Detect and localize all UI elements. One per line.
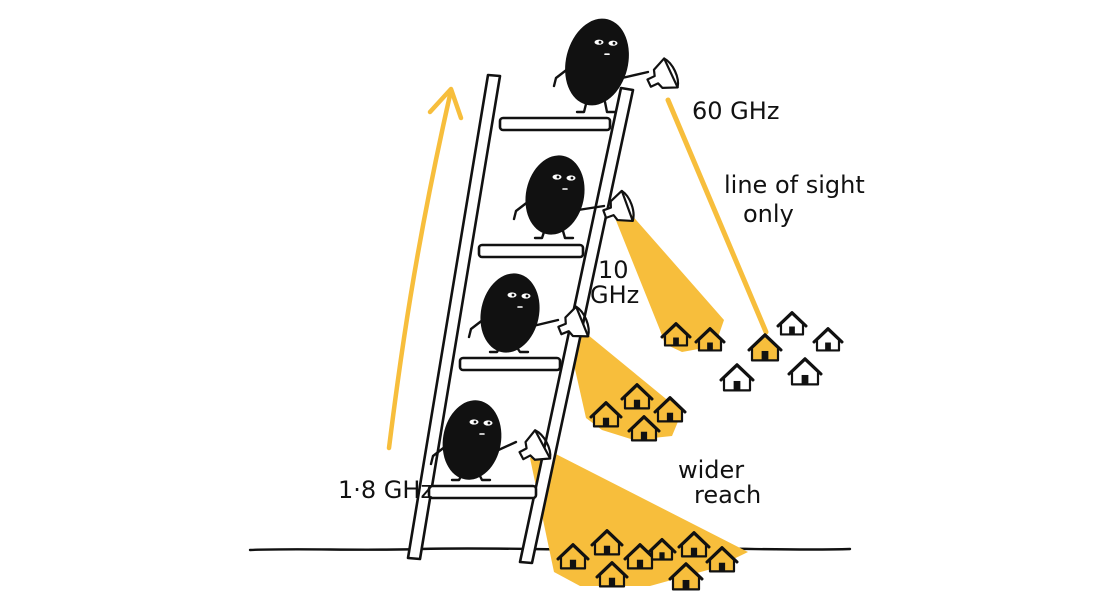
house-icon: [719, 363, 755, 392]
house-icon: [812, 327, 844, 352]
house-icon: [776, 311, 808, 336]
label-freq-mid-line1: 10: [598, 256, 629, 284]
label-note-low-line1: wider: [678, 456, 744, 484]
house-icon: [787, 357, 823, 386]
bean-character-icon: [512, 155, 606, 240]
bean-character-icon: [429, 400, 518, 482]
house-icon: [589, 401, 623, 428]
bean-character-icon: [552, 18, 650, 114]
house-icon: [705, 546, 739, 573]
flashlight-lamp-icon: [518, 429, 552, 461]
house-icon: [694, 327, 726, 352]
label-freq-high: 60 GHz: [692, 97, 779, 125]
label-freq-low: 1·8 GHz: [338, 476, 433, 504]
house-icon: [595, 561, 629, 588]
house-icon: [668, 562, 704, 591]
label-freq-mid-line2: GHz: [590, 281, 639, 309]
flashlight-lamp-icon: [646, 57, 680, 90]
bean-character-icon: [467, 273, 560, 354]
label-note-high-line2: only: [743, 200, 794, 228]
house-icon: [620, 383, 654, 410]
house-icon: [627, 415, 661, 442]
house-icon: [653, 396, 687, 423]
house-icon: [556, 543, 590, 570]
beam-mid-high: [615, 213, 724, 352]
house-icon: [677, 531, 711, 558]
label-note-high-line1: line of sight: [724, 171, 865, 199]
house-icon: [647, 538, 677, 561]
house-icon: [747, 333, 783, 362]
characters-layer: [429, 18, 680, 482]
beam-high: [665, 97, 769, 335]
house-icon: [590, 529, 624, 556]
houses-layer: [556, 311, 844, 591]
house-icon: [623, 543, 657, 570]
house-icon: [660, 322, 692, 347]
label-note-low-line2: reach: [694, 481, 761, 509]
ground-line: [248, 547, 852, 552]
flashlight-lamp-icon: [557, 305, 590, 338]
up-arrow-icon: [386, 86, 464, 451]
flashlight-lamp-icon: [602, 189, 635, 223]
